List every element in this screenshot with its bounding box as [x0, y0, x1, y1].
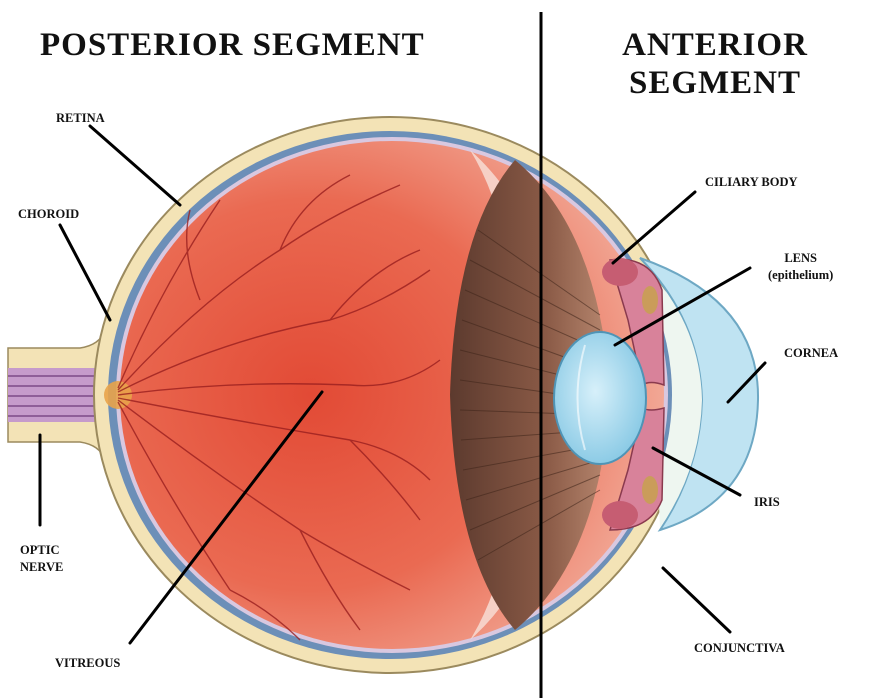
- retina-leader: [90, 126, 180, 205]
- choroid-leader: [60, 225, 110, 320]
- vitreous-label: VITREOUS: [55, 655, 120, 672]
- cornea-label: CORNEA: [784, 345, 838, 362]
- optic-nerve-label-line1: OPTIC: [20, 542, 63, 559]
- lens-label: LENS (epithelium): [768, 250, 833, 284]
- lens-label-line1: LENS: [768, 250, 833, 267]
- optic-nerve-label: OPTIC NERVE: [20, 542, 63, 576]
- iris-label: IRIS: [754, 494, 780, 511]
- posterior-segment-title: POSTERIOR SEGMENT: [40, 26, 425, 64]
- lens-shape: [554, 332, 646, 464]
- optic-nerve: [8, 368, 106, 422]
- anterior-segment-title: ANTERIOR SEGMENT: [600, 26, 830, 102]
- ciliary-body-label: CILIARY BODY: [705, 174, 798, 191]
- choroid-label: CHOROID: [18, 206, 79, 223]
- retina-label: RETINA: [56, 110, 105, 127]
- lens-label-line2: (epithelium): [768, 267, 833, 284]
- optic-nerve-label-line2: NERVE: [20, 559, 63, 576]
- conjunctiva-label: CONJUNCTIVA: [694, 640, 785, 657]
- conjunctiva-leader: [663, 568, 730, 632]
- anterior-title-line2: SEGMENT: [600, 64, 830, 102]
- anterior-title-line1: ANTERIOR: [600, 26, 830, 64]
